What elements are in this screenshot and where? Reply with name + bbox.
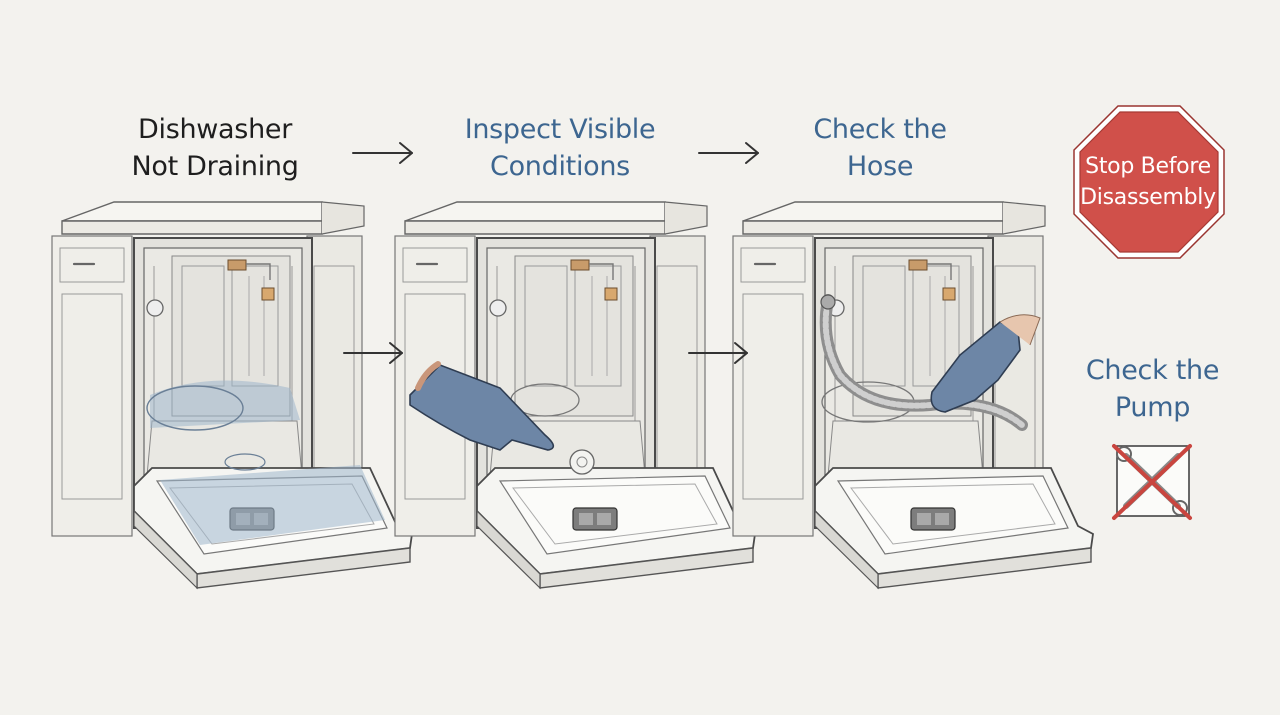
pump-line-2: Pump	[1114, 392, 1191, 423]
step-label-not-draining: Dishwasher Not Draining	[120, 111, 310, 185]
arrow-right-icon	[688, 342, 748, 364]
pump-label: Check the Pump	[1070, 352, 1235, 426]
dishwasher-panel-1	[50, 200, 414, 590]
dishwasher-panel-3	[731, 200, 1095, 590]
step-label-inspect: Inspect Visible Conditions	[450, 111, 670, 185]
pump-line-1: Check the	[1085, 355, 1220, 386]
stop-sign-text: Stop Before Disassembly	[1068, 151, 1228, 213]
standing-water	[150, 380, 300, 428]
stop-sign-line-2: Disassembly	[1080, 185, 1216, 210]
glove-hand-icon	[930, 321, 1021, 413]
step-2-line-2: Conditions	[490, 151, 630, 182]
step-label-check-hose: Check the Hose	[790, 111, 970, 185]
stop-sign-line-1: Stop Before	[1085, 154, 1211, 179]
step-3-line-2: Hose	[846, 151, 914, 182]
step-3-line-1: Check the	[813, 114, 947, 145]
glove-hand-icon	[409, 364, 555, 451]
stop-sign-icon	[1073, 105, 1225, 259]
step-2-line-1: Inspect Visible	[464, 114, 656, 145]
step-1-line-2: Not Draining	[131, 151, 299, 182]
arrow-right-icon	[698, 142, 759, 164]
dishwasher-panel-2	[393, 200, 757, 590]
arrow-right-icon	[343, 342, 403, 364]
cross-out-icon	[1112, 444, 1192, 520]
arrow-right-icon	[352, 142, 413, 164]
step-1-line-1: Dishwasher	[138, 114, 292, 145]
